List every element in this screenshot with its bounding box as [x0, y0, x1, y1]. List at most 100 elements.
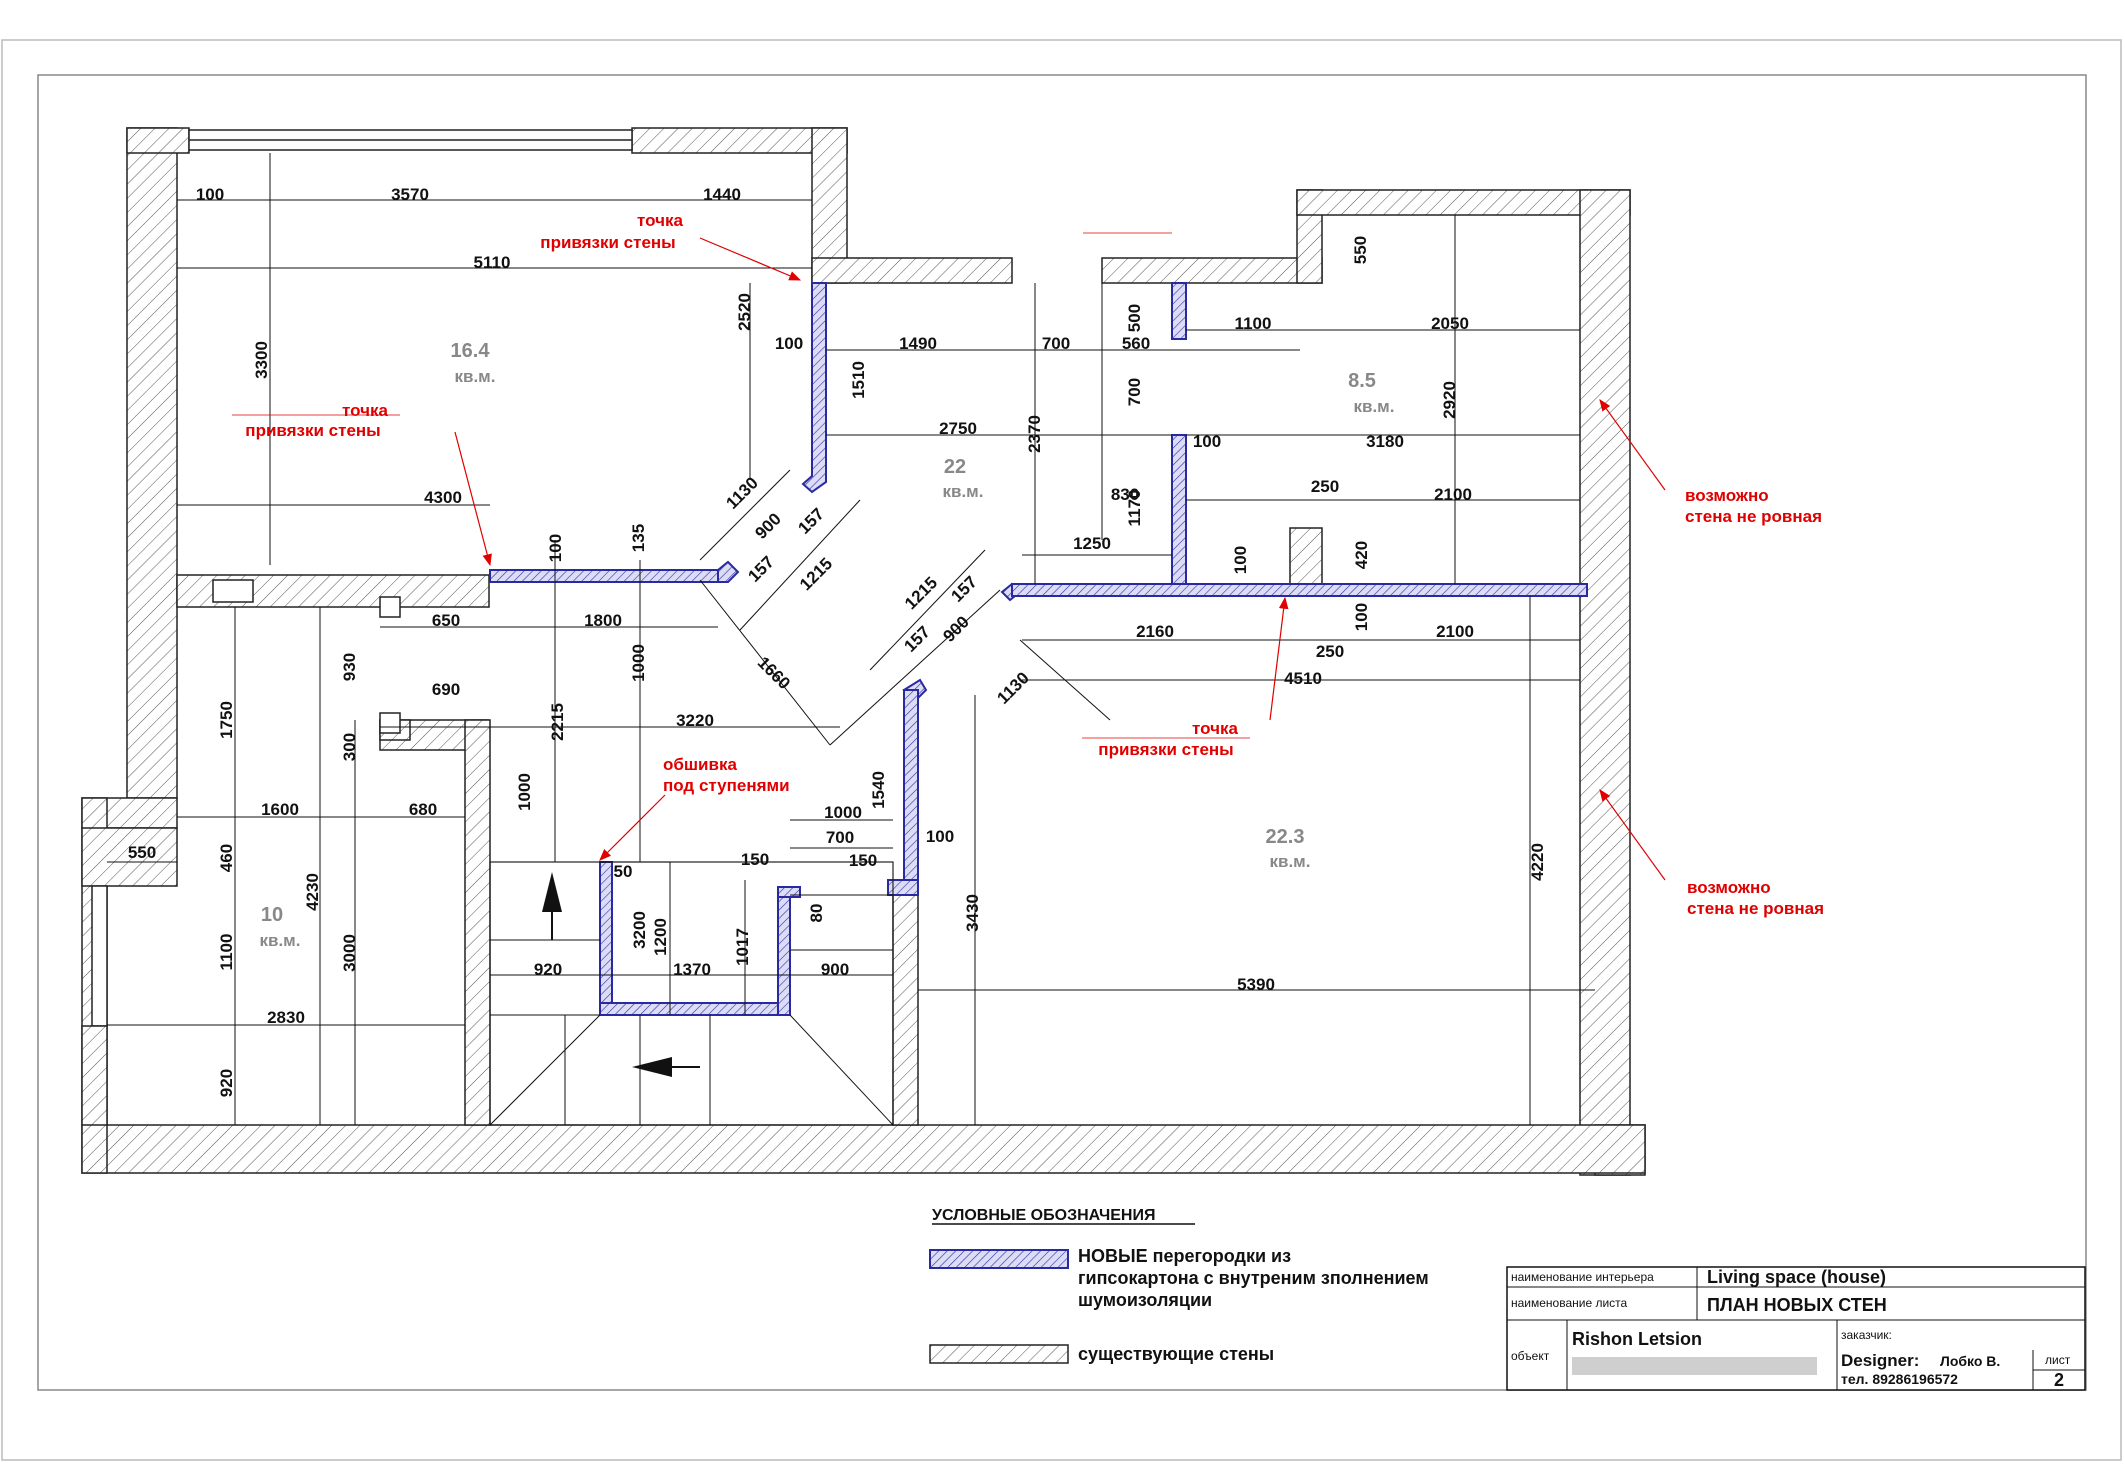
dimension: 550 — [1351, 236, 1370, 264]
note-arrows — [232, 232, 1666, 881]
existing-walls — [81, 127, 1646, 1176]
dimension: 100 — [196, 185, 224, 204]
room-unit: кв.м. — [943, 482, 984, 501]
note-uneven-wall: стена не ровная — [1687, 899, 1824, 918]
dimension: 157 — [794, 504, 827, 537]
tb-object-label: объект — [1511, 1349, 1550, 1363]
dimension: 1600 — [261, 800, 299, 819]
dimension-lines — [107, 153, 1595, 1125]
dimension: 1130 — [722, 473, 762, 513]
dimension: 1800 — [584, 611, 622, 630]
room-area: 8.5 — [1348, 370, 1376, 392]
notes: точка привязки стены точка привязки стен… — [245, 211, 1824, 918]
dimension: 2160 — [1136, 622, 1174, 641]
dimension: 1660 — [754, 653, 794, 693]
dimension: 1170 — [1125, 490, 1144, 527]
dimension: 700 — [826, 828, 854, 847]
dimension: 3200 — [630, 911, 649, 949]
dimension: 2520 — [735, 293, 754, 331]
room-area: 22 — [944, 456, 966, 478]
sheet-border-inner — [37, 74, 2087, 1391]
tb-designer-value: Лобко В. — [1940, 1353, 2000, 1369]
note-uneven-wall: возможно — [1687, 878, 1771, 897]
legend-title: УСЛОВНЫЕ ОБОЗНАЧЕНИЯ — [932, 1207, 1155, 1224]
dimension: 1017 — [733, 928, 752, 966]
legend-new-walls-text: шумоизоляции — [1078, 1290, 1212, 1310]
note-anchor-point: привязки стены — [540, 233, 675, 252]
dimension: 5110 — [474, 253, 511, 272]
tb-object-value: Rishon Letsion — [1572, 1329, 1702, 1349]
room-area: 10 — [261, 904, 283, 926]
dimension: 100 — [775, 334, 803, 353]
dimension: 650 — [432, 611, 460, 630]
dimension: 460 — [217, 844, 236, 872]
dimension: 560 — [1122, 334, 1150, 353]
dimension: 1215 — [796, 554, 836, 594]
dimension: 1000 — [824, 803, 862, 822]
note-anchor-point: точка — [342, 401, 388, 420]
dimension: 250 — [1311, 477, 1339, 496]
dimension: 2750 — [939, 419, 977, 438]
dimension: 100 — [546, 534, 565, 562]
legend-new-walls-text: гипсокартона с внутреним зполнением — [1078, 1268, 1429, 1288]
dimension: 2830 — [267, 1008, 305, 1027]
dimension: 700 — [1042, 334, 1070, 353]
dimension: 4220 — [1528, 843, 1547, 881]
dimension: 3000 — [340, 934, 359, 972]
new-walls — [489, 282, 1588, 1016]
title-block: наименование интерьера Living space (hou… — [1506, 1266, 2086, 1391]
dimension: 1440 — [703, 185, 741, 204]
tb-designer-label: Designer: — [1841, 1351, 1919, 1370]
note-anchor-point: точка — [637, 211, 683, 230]
tb-sheet-number: 2 — [2054, 1370, 2064, 1390]
legend-new-walls-text: НОВЫЕ перегородки из — [1078, 1246, 1291, 1266]
dimension: 2050 — [1431, 314, 1469, 333]
room-area: 22.3 — [1266, 826, 1305, 848]
dimension: 3220 — [676, 711, 714, 730]
dimension: 300 — [340, 733, 359, 761]
dimension: 150 — [849, 851, 877, 870]
dimension: 1200 — [651, 918, 670, 956]
legend: УСЛОВНЫЕ ОБОЗНАЧЕНИЯ НОВЫЕ перегородки и… — [929, 1207, 1429, 1364]
dimension: 680 — [409, 800, 437, 819]
room-unit: кв.м. — [260, 931, 301, 950]
dimension: 3300 — [252, 341, 271, 379]
dimension: 100 — [1193, 432, 1221, 451]
dimension: 920 — [217, 1069, 236, 1097]
dimension: 80 — [807, 904, 826, 923]
room-area: 16.4 — [451, 340, 491, 362]
dimension: 700 — [1125, 378, 1144, 406]
legend-new-wall-swatch — [929, 1249, 1069, 1269]
dimension-texts: 100 3570 1440 5110 2520 3300 100 1490 70… — [128, 185, 1547, 1097]
dimension: 420 — [1352, 541, 1371, 569]
dimension: 1000 — [515, 773, 534, 811]
dimension: 135 — [629, 524, 648, 552]
dimension: 2100 — [1434, 485, 1472, 504]
dimension: 900 — [821, 960, 849, 979]
dimension: 1250 — [1073, 534, 1111, 553]
tb-sheet-name-value: ПЛАН НОВЫХ СТЕН — [1707, 1295, 1887, 1315]
dimension: 3180 — [1366, 432, 1404, 451]
tb-sheet-name-label: наименование листа — [1511, 1296, 1628, 1310]
dimension: 250 — [1316, 642, 1344, 661]
dimension: 2215 — [548, 703, 567, 741]
note-uneven-wall: стена не ровная — [1685, 507, 1822, 526]
room-unit: кв.м. — [1354, 397, 1395, 416]
dimension: 1215 — [901, 573, 941, 613]
dimension: 1000 — [629, 644, 648, 682]
dimension: 157 — [744, 552, 777, 585]
note-uneven-wall: возможно — [1685, 486, 1769, 505]
dimension: 900 — [751, 509, 784, 542]
dimension: 100 — [926, 827, 954, 846]
note-anchor-point: привязки стены — [245, 421, 380, 440]
dimension: 100 — [1352, 603, 1371, 631]
dimension: 550 — [128, 843, 156, 862]
room-unit: кв.м. — [455, 367, 496, 386]
tb-interior-value: Living space (house) — [1707, 1267, 1886, 1287]
dimension: 920 — [534, 960, 562, 979]
note-stairs: обшивка — [663, 755, 737, 774]
dimension: 4300 — [424, 488, 462, 507]
tb-redacted-address — [1572, 1357, 1817, 1375]
dimension: 157 — [947, 572, 980, 605]
